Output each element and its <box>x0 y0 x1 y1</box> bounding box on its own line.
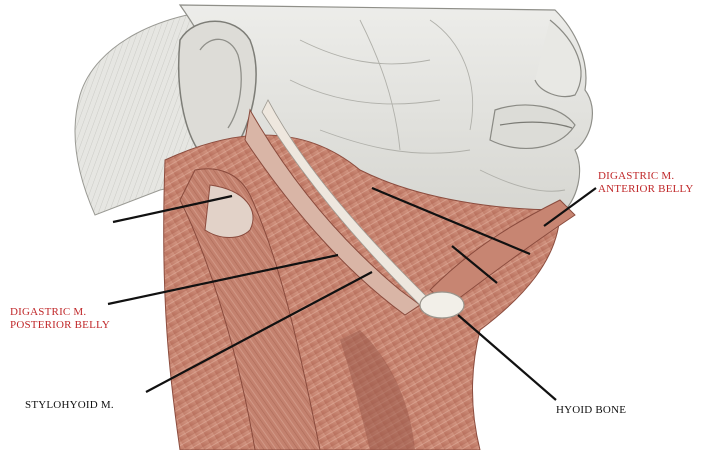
label-digastric-anterior-line1: DIGASTRIC M. <box>598 170 694 183</box>
hyoid-bone-shape <box>420 292 464 318</box>
label-digastric-posterior-line1: DIGASTRIC M. <box>10 306 110 319</box>
label-hyoid-bone: HYOID BONE <box>556 404 626 417</box>
label-digastric-anterior-line2: ANTERIOR BELLY <box>598 183 694 196</box>
label-digastric-anterior: DIGASTRIC M. ANTERIOR BELLY <box>598 170 694 196</box>
label-digastric-posterior-line2: POSTERIOR BELLY <box>10 319 110 332</box>
label-stylohyoid: STYLOHYOID M. <box>25 399 114 412</box>
label-digastric-posterior: DIGASTRIC M. POSTERIOR BELLY <box>10 306 110 332</box>
